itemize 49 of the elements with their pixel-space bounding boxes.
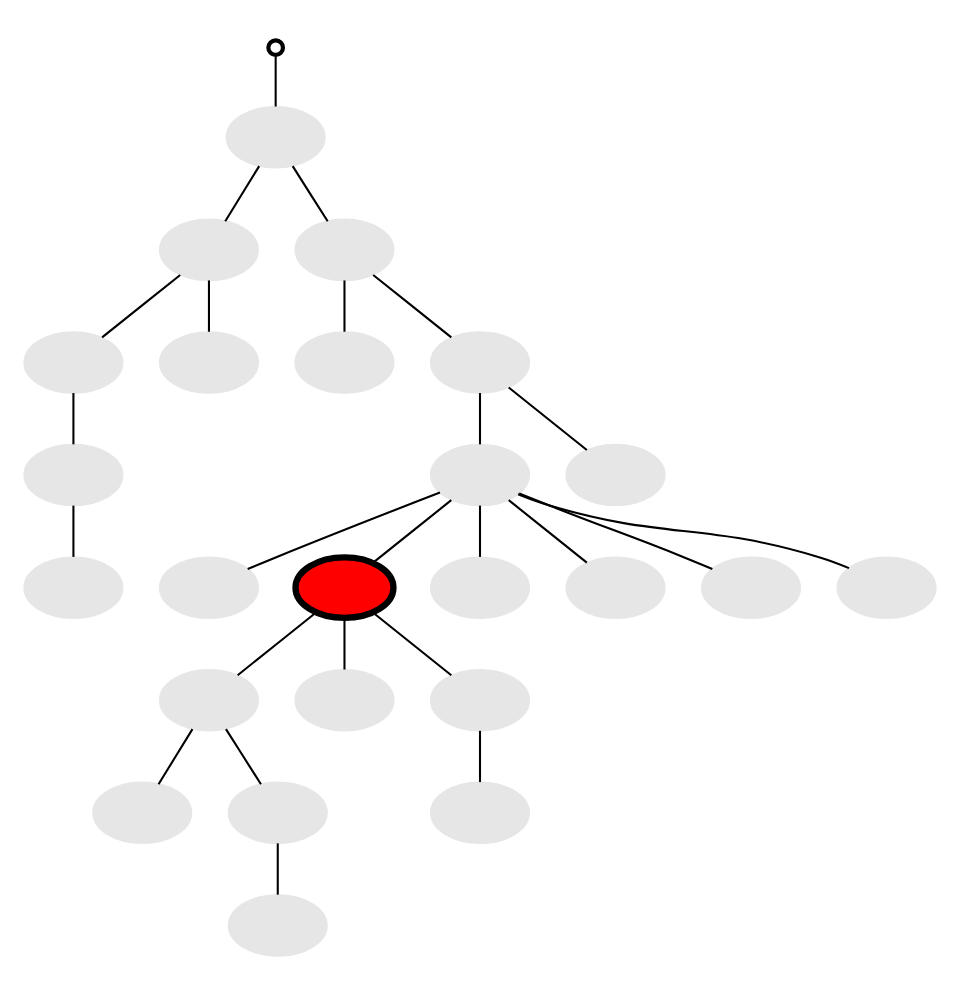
connector bbox=[343, 280, 346, 332]
connector bbox=[478, 505, 482, 557]
node-ellipse bbox=[158, 331, 259, 394]
node-ellipse bbox=[158, 556, 259, 619]
connector bbox=[478, 393, 482, 445]
connector bbox=[372, 499, 452, 564]
connector bbox=[508, 386, 588, 451]
node-ellipse bbox=[294, 331, 395, 394]
connector bbox=[247, 491, 441, 570]
node-ellipse bbox=[23, 331, 124, 394]
node-ellipse bbox=[158, 668, 259, 732]
node-ellipse bbox=[294, 668, 395, 732]
node-ellipse bbox=[23, 443, 124, 507]
connector bbox=[478, 730, 482, 783]
connector bbox=[157, 728, 194, 785]
node-ellipse bbox=[429, 443, 531, 507]
connector bbox=[291, 165, 329, 222]
connector bbox=[224, 165, 261, 222]
connector bbox=[72, 505, 75, 557]
node-ellipse bbox=[23, 556, 124, 619]
connector bbox=[517, 493, 850, 570]
node-ellipse bbox=[158, 218, 259, 282]
node-ellipse bbox=[292, 554, 397, 621]
node-ellipse bbox=[227, 894, 328, 957]
node-ellipse bbox=[565, 556, 666, 619]
node-ellipse bbox=[92, 781, 193, 845]
connector bbox=[518, 492, 713, 570]
node-ellipse bbox=[429, 556, 531, 619]
node-ellipse bbox=[565, 443, 666, 507]
connector bbox=[225, 728, 262, 785]
node-circle bbox=[266, 38, 286, 58]
node-ellipse bbox=[227, 781, 328, 845]
node-ellipse bbox=[429, 668, 531, 732]
connector bbox=[101, 274, 181, 339]
connector bbox=[274, 55, 277, 107]
node-ellipse bbox=[836, 556, 937, 619]
connector bbox=[372, 611, 452, 677]
connector bbox=[276, 843, 279, 895]
node-ellipse bbox=[429, 331, 531, 394]
node-ellipse bbox=[701, 556, 802, 619]
node-ellipse bbox=[225, 106, 326, 169]
connector bbox=[72, 393, 75, 445]
connector bbox=[343, 618, 346, 670]
connector bbox=[237, 611, 317, 677]
node-ellipse bbox=[294, 218, 395, 282]
node-ellipse bbox=[429, 781, 531, 845]
connector bbox=[372, 274, 452, 339]
connector bbox=[207, 280, 210, 332]
connector bbox=[508, 499, 588, 564]
